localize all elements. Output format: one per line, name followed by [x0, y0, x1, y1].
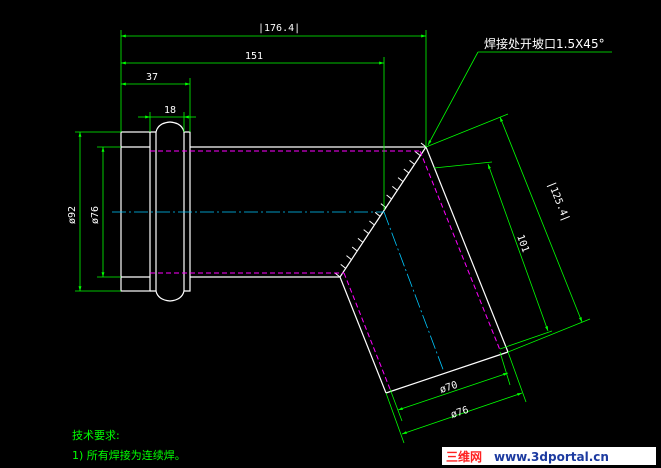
- dim-flange-width: 18: [164, 105, 176, 116]
- weld-tick: [374, 211, 381, 217]
- weld-bevel-callout: 焊接处开坡口1.5X45°: [484, 36, 605, 51]
- weld-tick: [414, 151, 421, 157]
- dim-tube-od: ø76: [90, 206, 101, 224]
- weld-tick: [351, 246, 358, 252]
- flange-body: [120, 131, 151, 292]
- watermark-brand: 三维网: [446, 449, 482, 464]
- weld-tick: [363, 229, 369, 235]
- weld-tick: [409, 159, 415, 165]
- dimension-lines: [75, 30, 612, 444]
- branch-left-edge: [339, 276, 387, 394]
- dim-flange-od: ø92: [67, 206, 78, 224]
- part-outline: [120, 121, 509, 394]
- weld-tick: [386, 194, 392, 200]
- weld-tick: [357, 237, 364, 243]
- weld-tick: [334, 272, 341, 278]
- dim-branch-slant: |125.4|: [545, 180, 571, 223]
- weld-tick: [369, 220, 375, 226]
- dim-branch-length: 101: [514, 233, 531, 254]
- branch-right-edge: [425, 146, 509, 353]
- dim-tube-length: 151: [245, 51, 263, 62]
- weld-tick: [397, 177, 404, 183]
- weld-tick: [340, 263, 347, 269]
- weld-symbol: [334, 142, 427, 278]
- hidden-lines: [150, 150, 501, 390]
- weld-tick: [403, 168, 410, 174]
- weld-tick: [380, 203, 387, 209]
- ring-outline: [150, 121, 191, 302]
- dim-branch-od: ø76: [450, 405, 471, 421]
- notes-heading: 技术要求:: [72, 429, 120, 442]
- notes-item-1: 1) 所有焊接为连续焊。: [72, 448, 186, 462]
- dim-branch-id: ø70: [439, 380, 460, 396]
- watermark-url: www.3dportal.cn: [494, 450, 609, 464]
- weld-tick: [346, 255, 352, 261]
- watermark-background: [442, 447, 656, 465]
- weld-tick: [420, 142, 427, 148]
- weld-tick: [392, 185, 398, 191]
- dim-overall-length: |176.4|: [258, 23, 300, 34]
- dim-flange-offset: 37: [146, 72, 158, 83]
- center-lines: [112, 211, 445, 373]
